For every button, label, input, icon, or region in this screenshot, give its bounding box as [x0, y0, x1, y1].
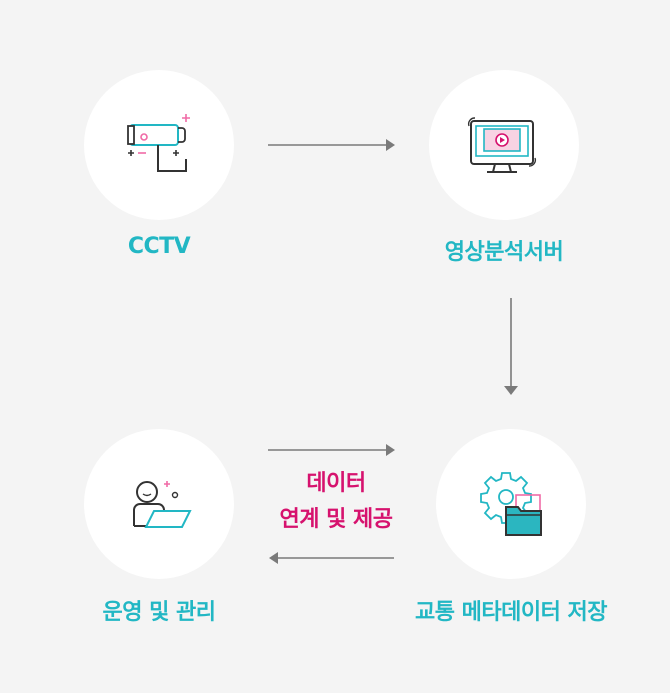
arrow-cctv-to-server [268, 139, 395, 151]
cctv-label: CCTV [127, 234, 191, 259]
analysis-server-node [429, 70, 579, 220]
arrow-storage-to-operation [269, 552, 394, 564]
metadata-storage-node [436, 429, 586, 579]
monitor-play-icon [467, 117, 537, 173]
arrow-server-to-storage [504, 298, 518, 395]
data-link-provide-label: 데이터 연계 및 제공 [256, 466, 416, 538]
person-laptop-icon [133, 481, 192, 528]
center-label-line2: 연계 및 제공 [279, 507, 393, 532]
center-label-line1: 데이터 [306, 471, 366, 496]
operation-label: 운영 및 관리 [102, 600, 216, 625]
analysis-server-label: 영상분석서버 [444, 240, 564, 265]
metadata-storage-label: 교통 메타데이터 저장 [415, 600, 607, 625]
arrow-operation-to-storage [268, 444, 395, 456]
cctv-node [84, 70, 234, 220]
gear-folder-icon [480, 472, 542, 536]
cctv-camera-icon [127, 114, 190, 172]
operation-node [84, 429, 234, 579]
